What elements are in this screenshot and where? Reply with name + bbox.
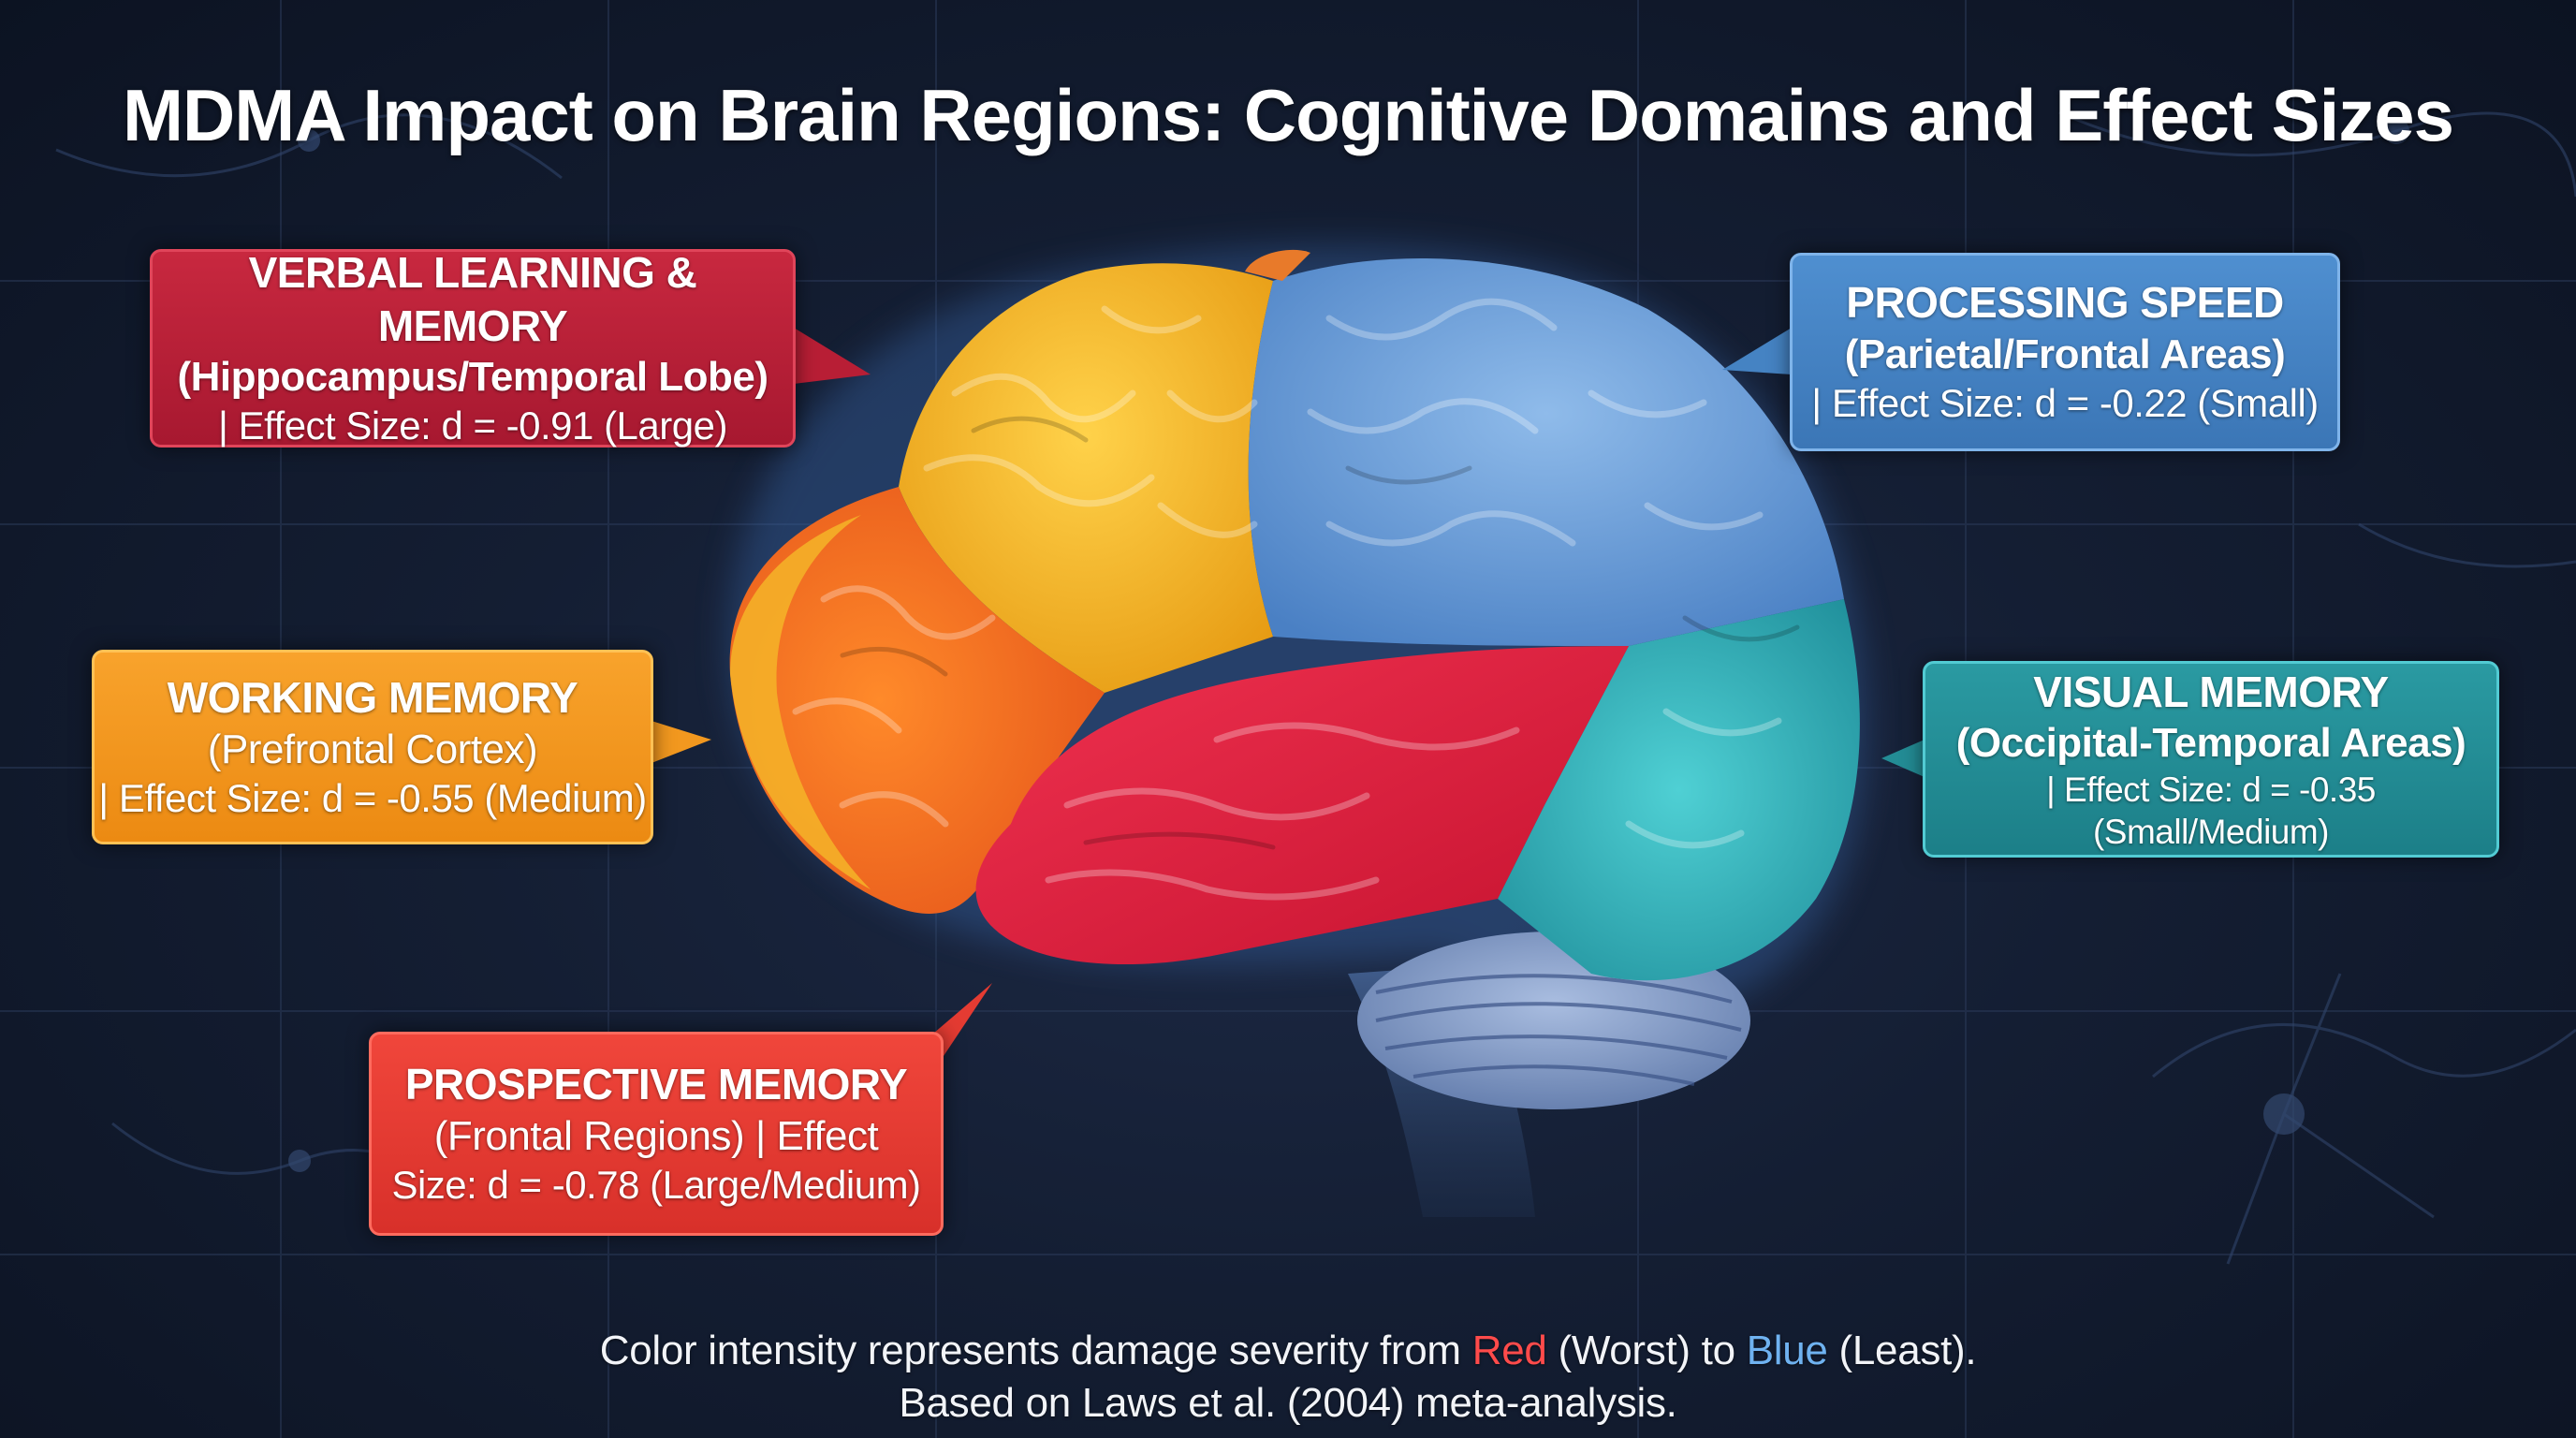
callout-heading: PROCESSING SPEED xyxy=(1846,278,2284,328)
prefrontal-region xyxy=(729,487,1105,914)
working-pointer xyxy=(651,721,711,763)
occipital-region xyxy=(1498,599,1860,981)
callout-region: (Parietal/Frontal Areas) xyxy=(1844,330,2286,377)
callout-effect-size: Size: d = -0.78 (Large/Medium) xyxy=(391,1163,921,1208)
callout-effect-size: | Effect Size: d = -0.22 (Small) xyxy=(1811,381,2319,426)
verbal-pointer xyxy=(794,328,871,384)
callout-heading: VERBAL LEARNING & MEMORY xyxy=(248,248,697,350)
legend-red-word: Red xyxy=(1471,1328,1547,1373)
parietal-region xyxy=(1248,258,1844,646)
callout-region: (Prefrontal Cortex) xyxy=(207,726,538,772)
footer-text: Color intensity represents damage severi… xyxy=(599,1328,1472,1373)
footer-text: (Worst) to xyxy=(1546,1328,1747,1373)
footer-text: (Least). xyxy=(1827,1328,1977,1373)
callout-region: (Hippocampus/Temporal Lobe) xyxy=(177,353,768,400)
callout-region: (Frontal Regions) | Effect xyxy=(433,1112,879,1159)
callout-effect-size: | Effect Size: d = -0.55 (Medium) xyxy=(98,776,647,821)
callout-heading: VISUAL MEMORY xyxy=(2033,667,2389,716)
page-title: MDMA Impact on Brain Regions: Cognitive … xyxy=(122,74,2454,156)
temporal-region xyxy=(975,646,1629,964)
callout-effect-size: | Effect Size: d = -0.35 (Small/Medium) xyxy=(2046,770,2376,851)
footer-color-legend: Color intensity represents damage severi… xyxy=(0,1328,2576,1374)
processing-pointer xyxy=(1722,328,1792,374)
callout-effect-size: | Effect Size: d = -0.91 (Large) xyxy=(218,404,727,448)
callout-region: (Occipital-Temporal Areas) xyxy=(1955,720,2466,767)
callout-visual-memory: VISUAL MEMORY (Occipital-Temporal Areas)… xyxy=(1923,661,2499,858)
callout-heading: WORKING MEMORY xyxy=(167,673,578,723)
callout-prospective-memory: PROSPECTIVE MEMORY (Frontal Regions) | E… xyxy=(369,1032,944,1236)
legend-blue-word: Blue xyxy=(1746,1328,1828,1373)
callout-processing-speed: PROCESSING SPEED (Parietal/Frontal Areas… xyxy=(1790,253,2340,451)
callout-working-memory: WORKING MEMORY (Prefrontal Cortex) | Eff… xyxy=(92,650,653,844)
callout-verbal-learning-memory: VERBAL LEARNING & MEMORY (Hippocampus/Te… xyxy=(150,248,796,448)
callout-heading: PROSPECTIVE MEMORY xyxy=(404,1060,908,1109)
visual-pointer xyxy=(1881,740,1925,777)
frontal-upper-region xyxy=(899,263,1273,693)
footer-citation: Based on Laws et al. (2004) meta-analysi… xyxy=(899,1380,1677,1426)
